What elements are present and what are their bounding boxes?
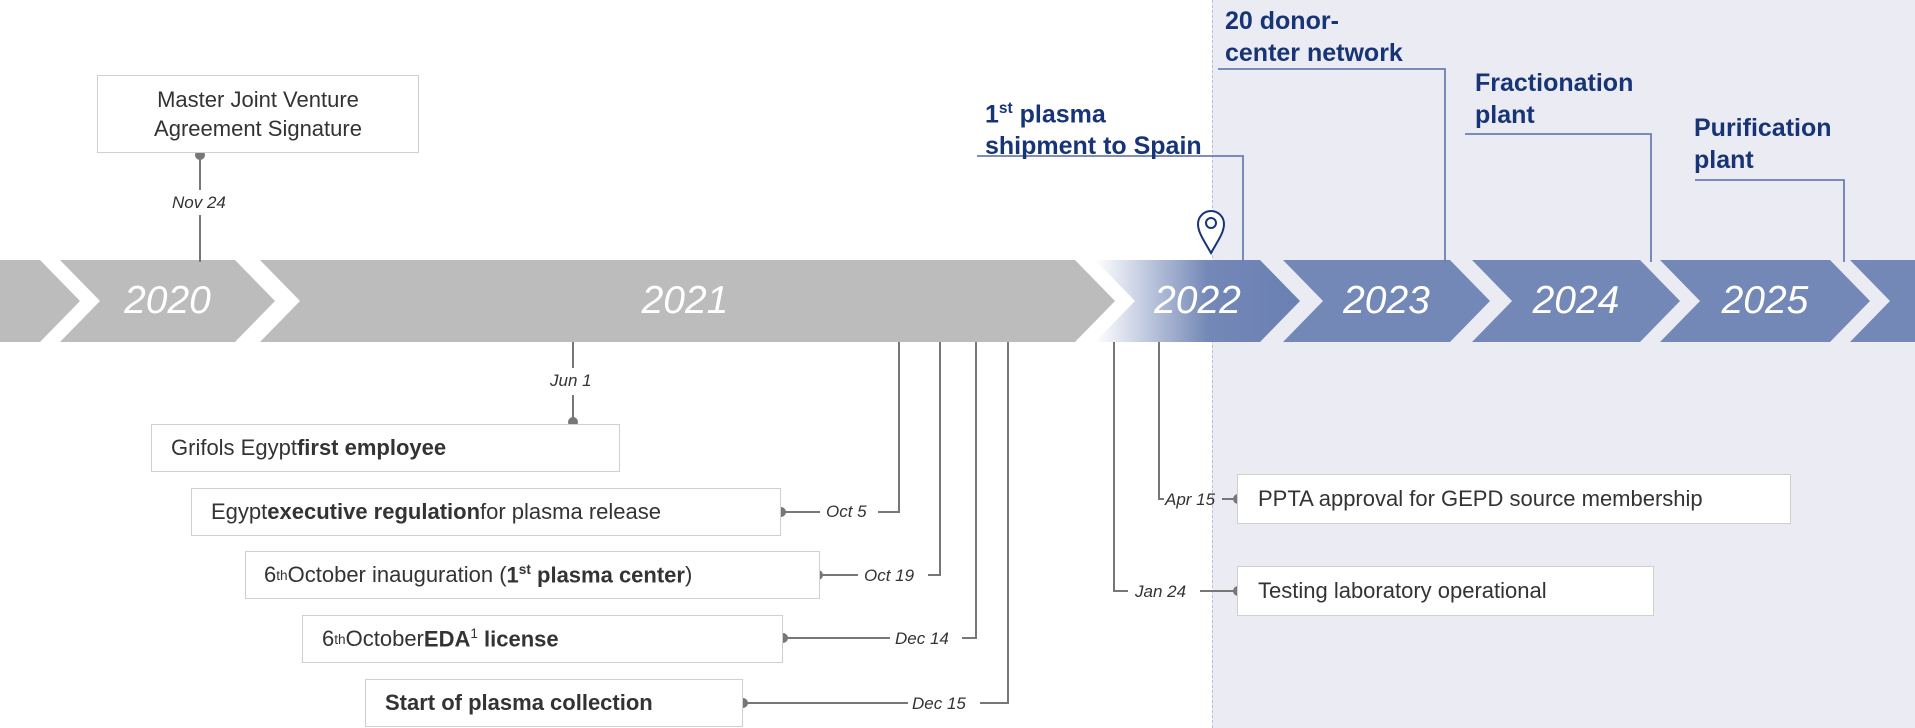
milestone-donor-center-network: 20 donor- center network	[1225, 7, 1403, 67]
chevron-2025	[1660, 260, 1870, 342]
chevron-2023	[1283, 260, 1490, 342]
milestone-purification-plant: Purification plant	[1694, 114, 1832, 174]
chevron-2022	[1095, 260, 1300, 342]
chevron-2021	[260, 260, 1115, 342]
year-label-2020: 2020	[124, 279, 211, 322]
location-pin-icon	[1196, 210, 1226, 256]
chevron-2026	[1850, 260, 1915, 342]
event-text: Master Joint Venture Agreement Signature	[154, 87, 362, 141]
event-date: Oct 19	[864, 566, 915, 585]
milestone-fractionation-plant: Fractionation plant	[1475, 69, 1634, 129]
event-box-jv-agreement: Master Joint Venture Agreement Signature	[97, 75, 419, 153]
chevron-2019	[0, 260, 80, 342]
year-label-2022: 2022	[1154, 279, 1241, 322]
event-date: Dec 14	[895, 629, 949, 648]
event-date: Jun 1	[550, 371, 592, 390]
event-box-ppta-approval: PPTA approval for GEPD source membership	[1237, 474, 1791, 524]
event-box-testing-lab: Testing laboratory operational	[1237, 566, 1654, 616]
event-date: Jan 24	[1135, 582, 1187, 601]
year-label-2023: 2023	[1343, 279, 1430, 322]
chevron-2020	[60, 260, 275, 342]
event-date: Apr 15	[1165, 490, 1216, 509]
year-label-2025: 2025	[1721, 279, 1809, 322]
event-box-first-employee: Grifols Egypt ​first employee	[151, 424, 620, 472]
year-label-2024: 2024	[1532, 279, 1620, 322]
milestone-plasma-shipment: 1st plasma shipment to Spain	[985, 100, 1202, 161]
event-date: Nov 24	[172, 193, 226, 212]
event-box-executive-regulation: Egypt ​executive regulation​ for plasma …	[191, 488, 781, 536]
year-label-2021: 2021	[641, 279, 729, 322]
chevron-2024	[1472, 260, 1680, 342]
event-box-plasma-collection: Start of plasma collection	[365, 679, 743, 727]
event-date: Dec 15	[912, 694, 966, 713]
event-date: Oct 5	[826, 502, 867, 521]
